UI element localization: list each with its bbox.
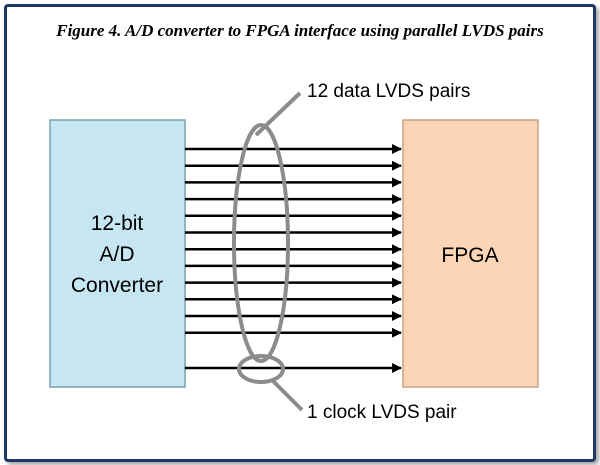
adc-label-line-2: A/D	[99, 243, 134, 266]
fpga-label: FPGA	[441, 244, 498, 267]
adc-block	[49, 119, 186, 388]
data-pairs-label: 12 data LVDS pairs	[307, 81, 470, 102]
fpga-block	[402, 119, 539, 388]
clock-pair-ellipse	[237, 354, 285, 384]
clock-pair-label: 1 clock LVDS pair	[307, 402, 457, 423]
figure-caption: Figure 4. A/D converter to FPGA interfac…	[56, 21, 544, 40]
clock-label-leader	[271, 379, 304, 412]
adc-label-line-1: 12-bit	[91, 212, 144, 235]
adc-label-line-3: Converter	[71, 274, 163, 297]
data-pairs-ellipse	[232, 123, 290, 363]
data-label-leader	[254, 91, 302, 137]
data-lvds-lines	[185, 144, 402, 338]
